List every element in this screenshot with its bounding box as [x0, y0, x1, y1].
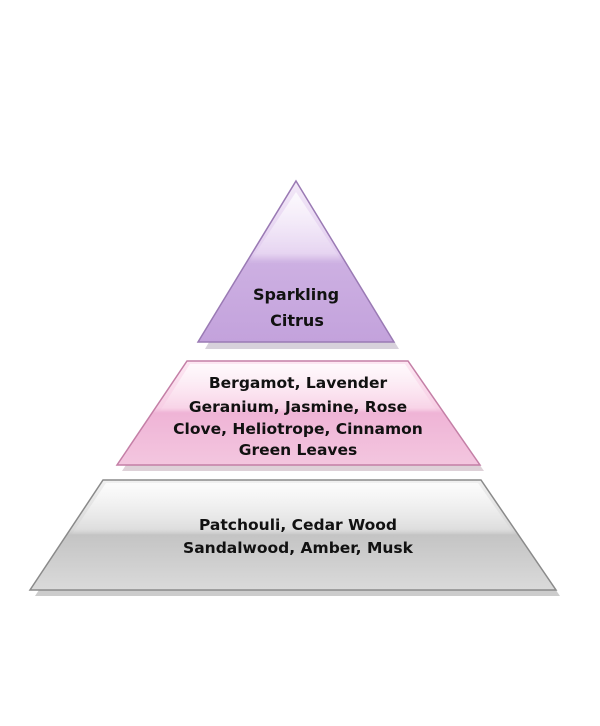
pyramid-tier-top: Sparkling Citrus: [196, 179, 399, 349]
tier-top-line-1: Sparkling: [253, 285, 339, 304]
tier-middle-gloss: [160, 364, 437, 411]
tier-middle-line-3: Clove, Heliotrope, Cinnamon: [173, 420, 423, 438]
pyramid-tier-base: Patchouli, Cedar Wood Sandalwood, Amber,…: [28, 479, 560, 596]
tier-base-line-2: Sandalwood, Amber, Musk: [183, 539, 414, 557]
tier-middle-line-2: Geranium, Jasmine, Rose: [189, 398, 407, 416]
tier-base-line-1: Patchouli, Cedar Wood: [199, 516, 397, 534]
pyramid-tier-middle: Bergamot, Lavender Geranium, Jasmine, Ro…: [115, 360, 484, 471]
tier-middle-line-4: Green Leaves: [239, 441, 358, 459]
tier-base-gloss: [72, 483, 514, 534]
tier-middle-line-1: Bergamot, Lavender: [209, 374, 388, 392]
tier-top-line-2: Citrus: [270, 311, 324, 330]
tier-top-gloss: [249, 192, 343, 263]
